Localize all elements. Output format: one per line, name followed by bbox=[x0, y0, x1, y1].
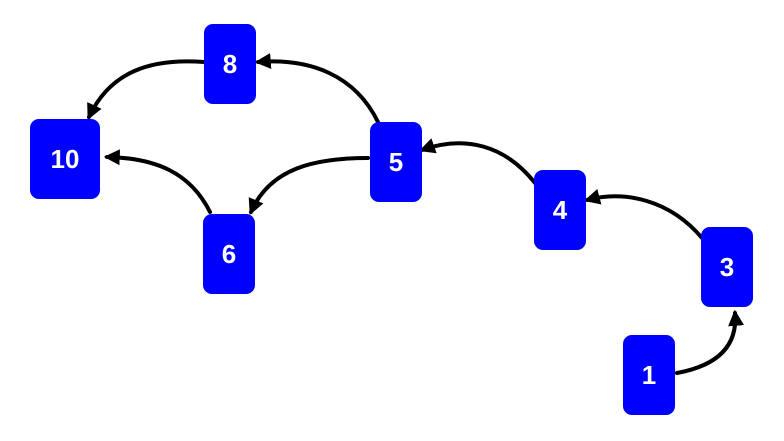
edge-5-to-6 bbox=[248, 156, 370, 215]
node-3[interactable]: 3 bbox=[701, 227, 753, 307]
nodes: 8 10 5 6 4 3 1 bbox=[30, 24, 753, 415]
node-label: 1 bbox=[642, 360, 656, 390]
node-label: 4 bbox=[553, 195, 568, 225]
node-label: 10 bbox=[51, 144, 80, 174]
node-5[interactable]: 5 bbox=[370, 122, 422, 202]
edge-3-to-4 bbox=[583, 189, 704, 240]
node-10[interactable]: 10 bbox=[30, 119, 100, 199]
edge-1-to-3 bbox=[675, 309, 745, 375]
node-8[interactable]: 8 bbox=[204, 24, 256, 104]
node-label: 5 bbox=[389, 147, 403, 177]
edge-8-to-10 bbox=[87, 59, 206, 120]
node-4[interactable]: 4 bbox=[534, 170, 586, 250]
edges bbox=[87, 53, 745, 375]
node-label: 3 bbox=[720, 252, 734, 282]
node-6[interactable]: 6 bbox=[203, 214, 255, 294]
node-1[interactable]: 1 bbox=[623, 335, 675, 415]
node-label: 8 bbox=[223, 49, 237, 79]
edge-4-to-5 bbox=[418, 138, 537, 185]
edge-6-to-10 bbox=[103, 149, 212, 214]
node-label: 6 bbox=[222, 239, 236, 269]
edge-5-to-8 bbox=[254, 53, 380, 124]
